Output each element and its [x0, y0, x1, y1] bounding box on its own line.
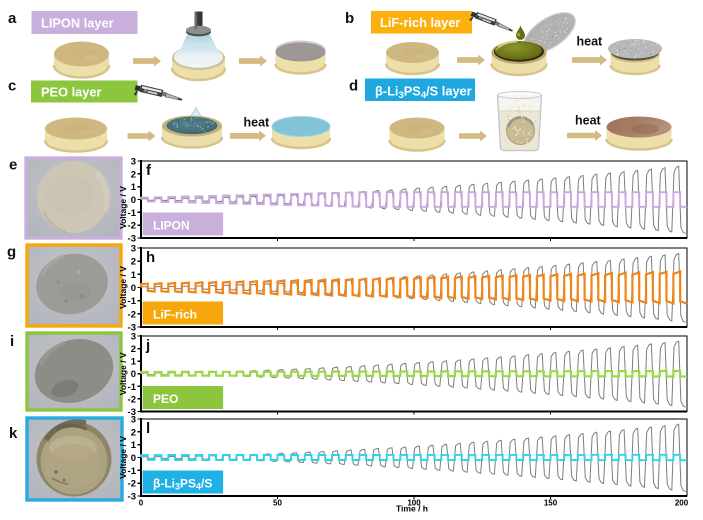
svg-text:PEO: PEO	[153, 392, 178, 406]
svg-text:Voltage / V: Voltage / V	[118, 436, 128, 479]
svg-text:1: 1	[131, 440, 137, 451]
svg-text:1: 1	[131, 357, 137, 368]
svg-text:i: i	[10, 333, 14, 350]
svg-text:2: 2	[131, 169, 136, 180]
svg-text:-2: -2	[128, 394, 136, 405]
svg-text:3: 3	[131, 332, 136, 343]
svg-text:c: c	[8, 78, 16, 95]
svg-text:3: 3	[131, 415, 136, 426]
svg-text:150: 150	[544, 499, 558, 508]
svg-text:g: g	[7, 244, 16, 261]
svg-text:50: 50	[273, 499, 282, 508]
svg-text:-2: -2	[128, 221, 136, 232]
svg-text:Voltage / V: Voltage / V	[118, 352, 128, 395]
svg-text:-2: -2	[128, 479, 136, 490]
svg-text:1: 1	[131, 182, 137, 193]
svg-text:PEO layer: PEO layer	[41, 84, 101, 99]
svg-text:0: 0	[131, 283, 136, 294]
svg-text:-2: -2	[128, 309, 136, 320]
svg-text:a: a	[8, 10, 17, 27]
svg-text:2: 2	[131, 257, 136, 268]
svg-text:-1: -1	[128, 466, 137, 477]
svg-text:0: 0	[131, 453, 136, 464]
svg-text:j: j	[145, 337, 150, 354]
svg-text:heat: heat	[575, 114, 602, 128]
svg-text:k: k	[9, 425, 18, 442]
svg-text:100: 100	[407, 499, 421, 508]
svg-text:heat: heat	[244, 116, 271, 130]
svg-text:2: 2	[131, 344, 136, 355]
svg-text:b: b	[345, 10, 354, 27]
svg-text:LIPON layer: LIPON layer	[41, 15, 114, 30]
svg-text:200: 200	[675, 499, 689, 508]
svg-text:-1: -1	[128, 296, 137, 307]
svg-text:l: l	[146, 420, 150, 437]
svg-text:1: 1	[131, 270, 137, 281]
svg-text:d: d	[349, 78, 358, 95]
svg-text:0: 0	[139, 499, 144, 508]
svg-text:3: 3	[131, 157, 136, 168]
svg-text:-3: -3	[128, 492, 136, 503]
svg-text:3: 3	[131, 244, 136, 255]
svg-text:f: f	[146, 162, 152, 179]
svg-text:LIPON: LIPON	[153, 219, 190, 233]
svg-text:Voltage / V: Voltage / V	[118, 186, 128, 229]
svg-text:h: h	[146, 249, 155, 266]
svg-text:LiF-rich: LiF-rich	[153, 308, 197, 322]
svg-text:LiF-rich layer: LiF-rich layer	[380, 15, 460, 30]
svg-text:0: 0	[131, 369, 136, 380]
svg-text:-1: -1	[128, 382, 137, 393]
svg-text:-1: -1	[128, 208, 137, 219]
svg-text:e: e	[9, 157, 17, 174]
svg-text:Time / h: Time / h	[396, 504, 428, 514]
svg-text:0: 0	[131, 195, 136, 206]
svg-text:Voltage / V: Voltage / V	[118, 266, 128, 309]
svg-text:2: 2	[131, 427, 136, 438]
svg-text:heat: heat	[577, 35, 604, 49]
svg-text:-3: -3	[128, 323, 136, 334]
svg-text:β-Li3PS4/S: β-Li3PS4/S	[153, 477, 212, 492]
svg-text:-3: -3	[128, 234, 136, 245]
svg-text:-3: -3	[128, 407, 136, 418]
